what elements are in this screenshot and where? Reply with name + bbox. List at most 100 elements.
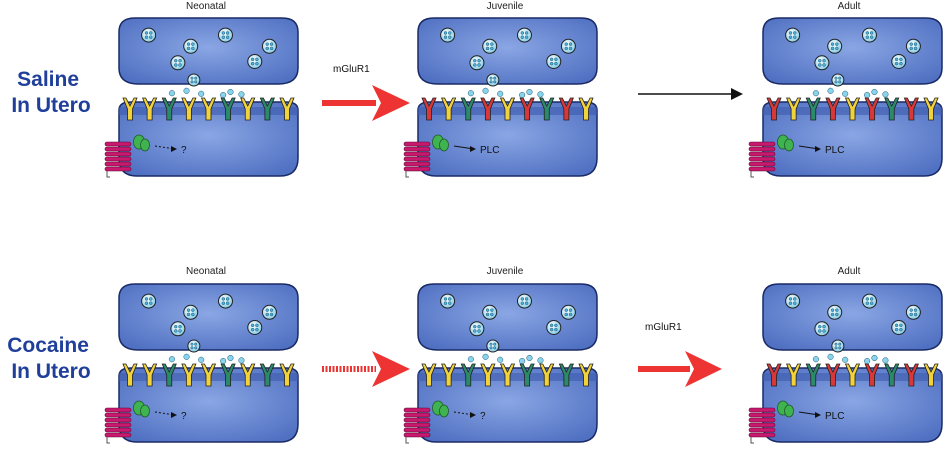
vesicle [217,293,233,309]
receptor [480,363,496,387]
receptor [825,363,841,387]
vesicle [516,293,532,309]
stage-label-saline-juvenile: Juvenile [487,1,524,12]
transition-arrow-saline-2 [638,88,743,100]
mglur-receptor [403,141,431,178]
mglur-receptor [403,407,431,444]
pathway-arrowhead [815,412,821,418]
g-protein [439,404,449,418]
row-title-cocaine-line2: In Utero [11,360,90,383]
glutamate [482,87,489,94]
synapse-panel-1-2: PLC [748,283,943,444]
receptor [220,97,236,121]
receptor [499,363,516,387]
receptor [441,363,457,387]
vesicle [141,27,157,43]
glutamate [497,356,504,363]
pathway-label: ? [480,411,486,422]
glutamate [198,356,205,363]
receptor [142,363,158,387]
receptor [259,363,275,387]
g-protein [140,404,150,418]
pathway-label: ? [181,411,187,422]
vesicle [831,339,845,353]
vesicle [486,73,500,87]
vesicle [891,319,907,335]
glutamate [183,353,190,360]
receptor [786,363,802,387]
receptor [844,363,861,387]
glutamate [220,357,227,365]
glutamate [227,88,234,96]
vesicle [247,53,263,69]
row-title-cocaine: Cocaine In Utero [7,334,95,383]
receptor [805,363,821,387]
glutamate [842,356,849,363]
receptor [220,363,236,387]
receptor [558,363,574,387]
row-title-saline-line1: Saline [17,68,79,91]
pathway-arrowhead [470,146,476,152]
receptor [786,97,802,121]
receptor [161,97,177,121]
receptor [519,97,535,121]
mglur-receptor [104,141,132,178]
transition-label-cocaine-2: mGluR1 [645,322,682,333]
glutamate [183,87,190,94]
vesicle [560,38,576,54]
glutamate [812,90,819,97]
receptor [240,97,256,121]
transition-label-saline-1: mGluR1 [333,64,370,75]
vesicle [785,293,801,309]
g-protein [439,138,449,152]
stage-label-saline-neonatal: Neonatal [186,1,226,12]
glutamate [482,353,489,360]
vesicle [482,38,498,54]
receptor [421,97,437,121]
vesicle [469,55,485,71]
pathway-label: ? [181,145,187,156]
receptor [181,363,197,387]
glutamate [871,354,878,362]
receptor [864,97,880,121]
receptor [903,363,919,387]
vesicle [141,293,157,309]
vesicle [486,339,500,353]
g-protein [140,138,150,152]
vesicle [469,321,485,337]
mglur-receptor [748,141,776,178]
vesicle [814,55,830,71]
pathway-arrowhead [470,412,476,418]
glutamate [227,354,234,362]
receptor [884,363,900,387]
receptor [558,97,574,121]
vesicle [516,27,532,43]
synapse-panel-0-0: ? [104,17,299,178]
glutamate [882,91,889,98]
glutamate [168,356,175,363]
vesicle [170,321,186,337]
g-protein [784,138,794,152]
pathway-arrowhead [171,412,177,418]
vesicle [785,27,801,43]
glutamate [526,88,533,96]
vesicle [861,27,877,43]
receptor [460,363,476,387]
transition-arrow-saline-1 [322,85,410,121]
glutamate [882,357,889,364]
receptor [240,363,256,387]
receptor [181,97,197,121]
glutamate [467,356,474,363]
glutamate [497,90,504,97]
vesicle [217,27,233,43]
pathway-arrowhead [171,146,177,152]
vesicle [187,73,201,87]
receptor [766,363,782,387]
receptor [766,97,782,121]
vesicle [440,293,456,309]
mglur-receptor [104,407,132,444]
receptor [122,97,138,121]
receptor [421,363,437,387]
receptor [279,363,295,387]
